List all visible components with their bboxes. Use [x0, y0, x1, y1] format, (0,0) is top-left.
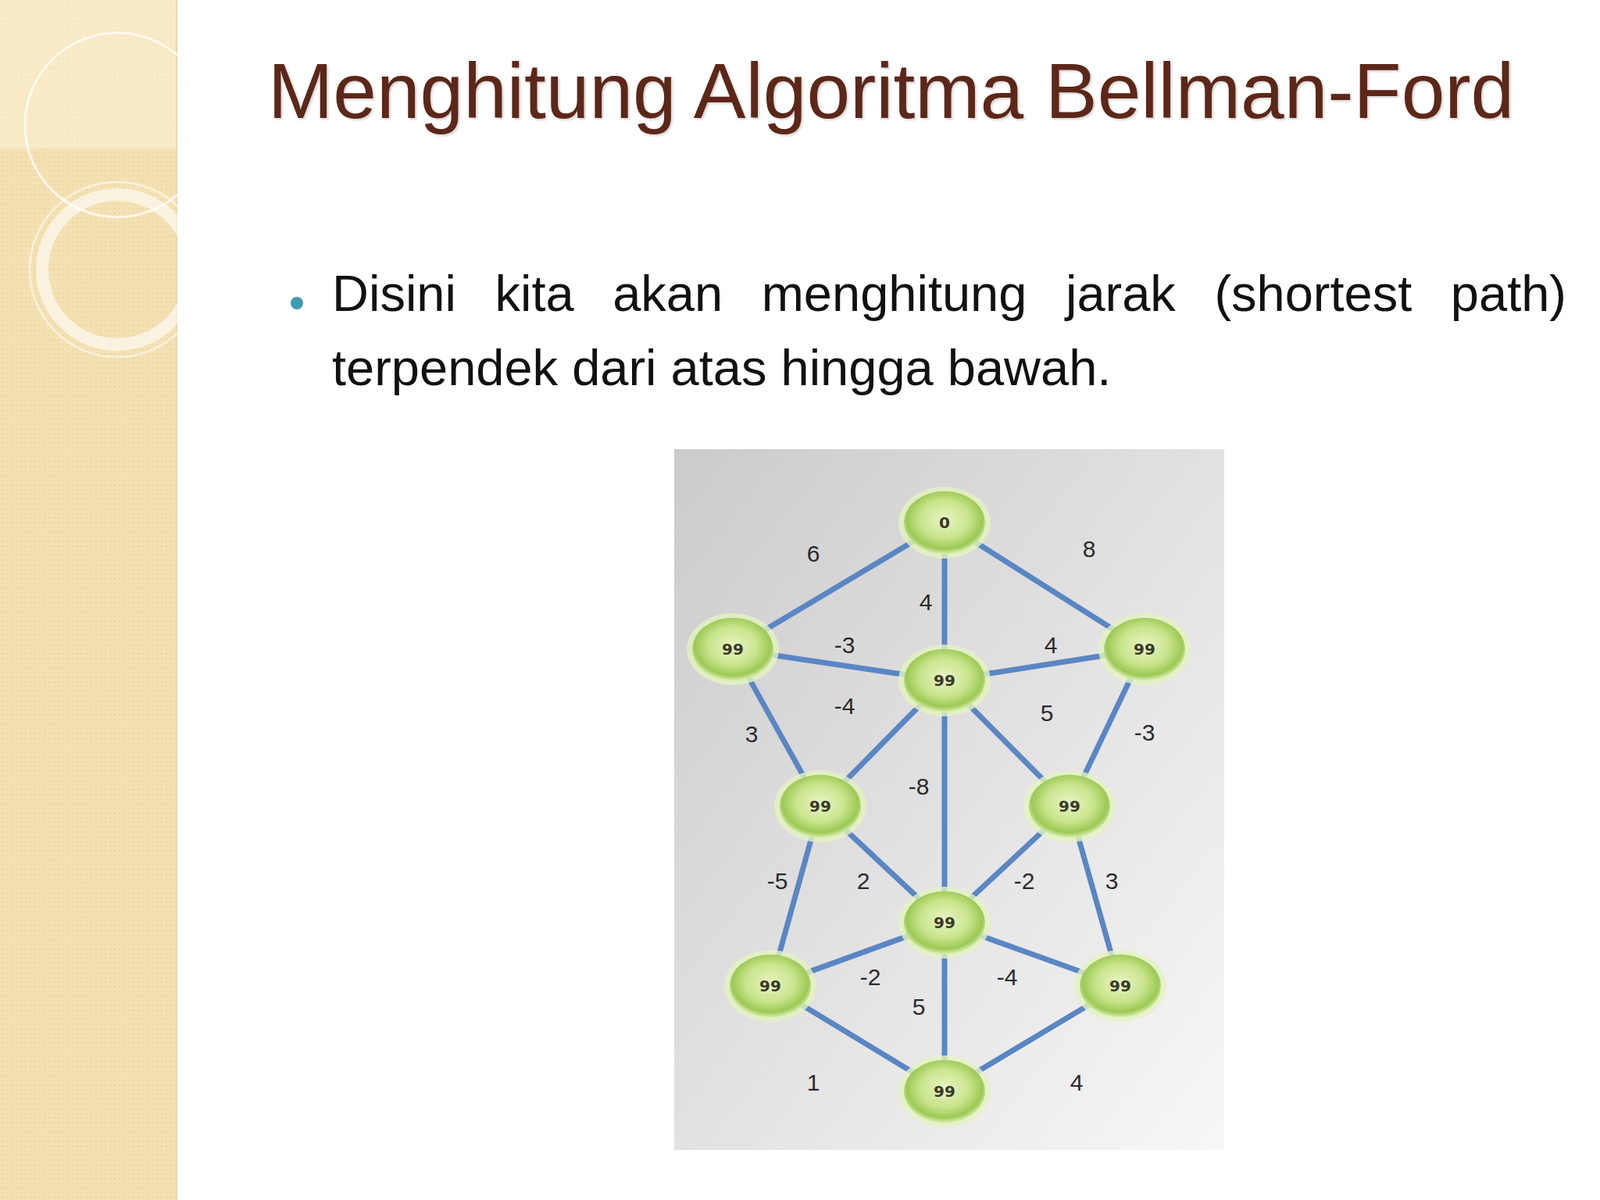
edge-weight: 5	[1040, 700, 1054, 726]
edge-weight: 2	[857, 868, 871, 894]
graph-node: 99	[898, 644, 991, 717]
graph-node: 99	[898, 1055, 991, 1128]
graph-node: 99	[1098, 613, 1191, 686]
graph-node: 99	[774, 770, 867, 843]
node-value: 99	[933, 1082, 956, 1101]
sidebar	[0, 0, 177, 1200]
node-value: 99	[759, 976, 782, 996]
edge-weight: 4	[1070, 1070, 1084, 1096]
edge-weight: 3	[1105, 868, 1119, 894]
sidebar-edge	[175, 0, 178, 1200]
edge-weight: 4	[1044, 632, 1058, 658]
node-value: 99	[1133, 639, 1156, 659]
bullet-dot	[290, 296, 304, 310]
edge-line	[942, 711, 948, 891]
edge-line	[1078, 837, 1112, 956]
edge-weight: -4	[996, 964, 1018, 990]
edge-line	[942, 553, 948, 649]
node-value: 99	[721, 639, 744, 659]
sidebar-highlight	[0, 0, 177, 149]
graph-node: 99	[686, 613, 779, 686]
node-value: 99	[1109, 976, 1132, 996]
edge-line	[772, 655, 905, 675]
graph-node: 99	[1074, 950, 1167, 1022]
edge-weight: 1	[807, 1070, 821, 1096]
edge-line	[764, 542, 913, 631]
edge-weight: -5	[767, 868, 789, 894]
edge-weight: 3	[745, 721, 759, 747]
edge-line	[942, 953, 948, 1060]
edge-weight: -2	[1014, 868, 1036, 894]
edge-weight: 6	[807, 541, 821, 567]
edge-line	[802, 1005, 913, 1072]
node-value: 99	[809, 796, 832, 816]
bullet-text: Disini kita akan menghitung jarak (short…	[332, 256, 1567, 405]
edge-weight: 8	[1082, 536, 1097, 562]
edge-line	[984, 655, 1105, 675]
image-panel	[674, 449, 1225, 1150]
graph-node: 0	[898, 486, 991, 559]
edge-weight: 5	[912, 994, 926, 1020]
edge-line	[778, 837, 812, 956]
edge-weight: -3	[1134, 720, 1156, 746]
edge-line	[970, 830, 1043, 899]
node-value: 99	[1058, 796, 1081, 816]
decor-ring	[42, 194, 193, 345]
graph-node: 99	[898, 886, 991, 959]
graph-node: 99	[1023, 770, 1116, 843]
edge-line	[969, 705, 1045, 782]
slide-title: Menghitung Algoritma Bellman-Ford	[267, 40, 1518, 141]
edge-line	[846, 830, 919, 899]
node-value: 99	[933, 913, 956, 933]
graph-node: 99	[724, 950, 817, 1022]
edge-line	[845, 705, 921, 782]
edge-weight: 4	[919, 589, 933, 615]
edge-weight: -8	[908, 774, 930, 800]
decor-ring	[29, 182, 205, 358]
edge-weight: -4	[834, 693, 856, 719]
edge-line	[976, 1005, 1089, 1073]
node-value: 99	[933, 671, 956, 690]
edge-line	[1083, 678, 1131, 777]
edge-line	[807, 935, 908, 973]
node-value: 0	[939, 513, 950, 533]
edge-weight: -3	[834, 632, 856, 658]
edge-weight: -2	[860, 964, 882, 990]
